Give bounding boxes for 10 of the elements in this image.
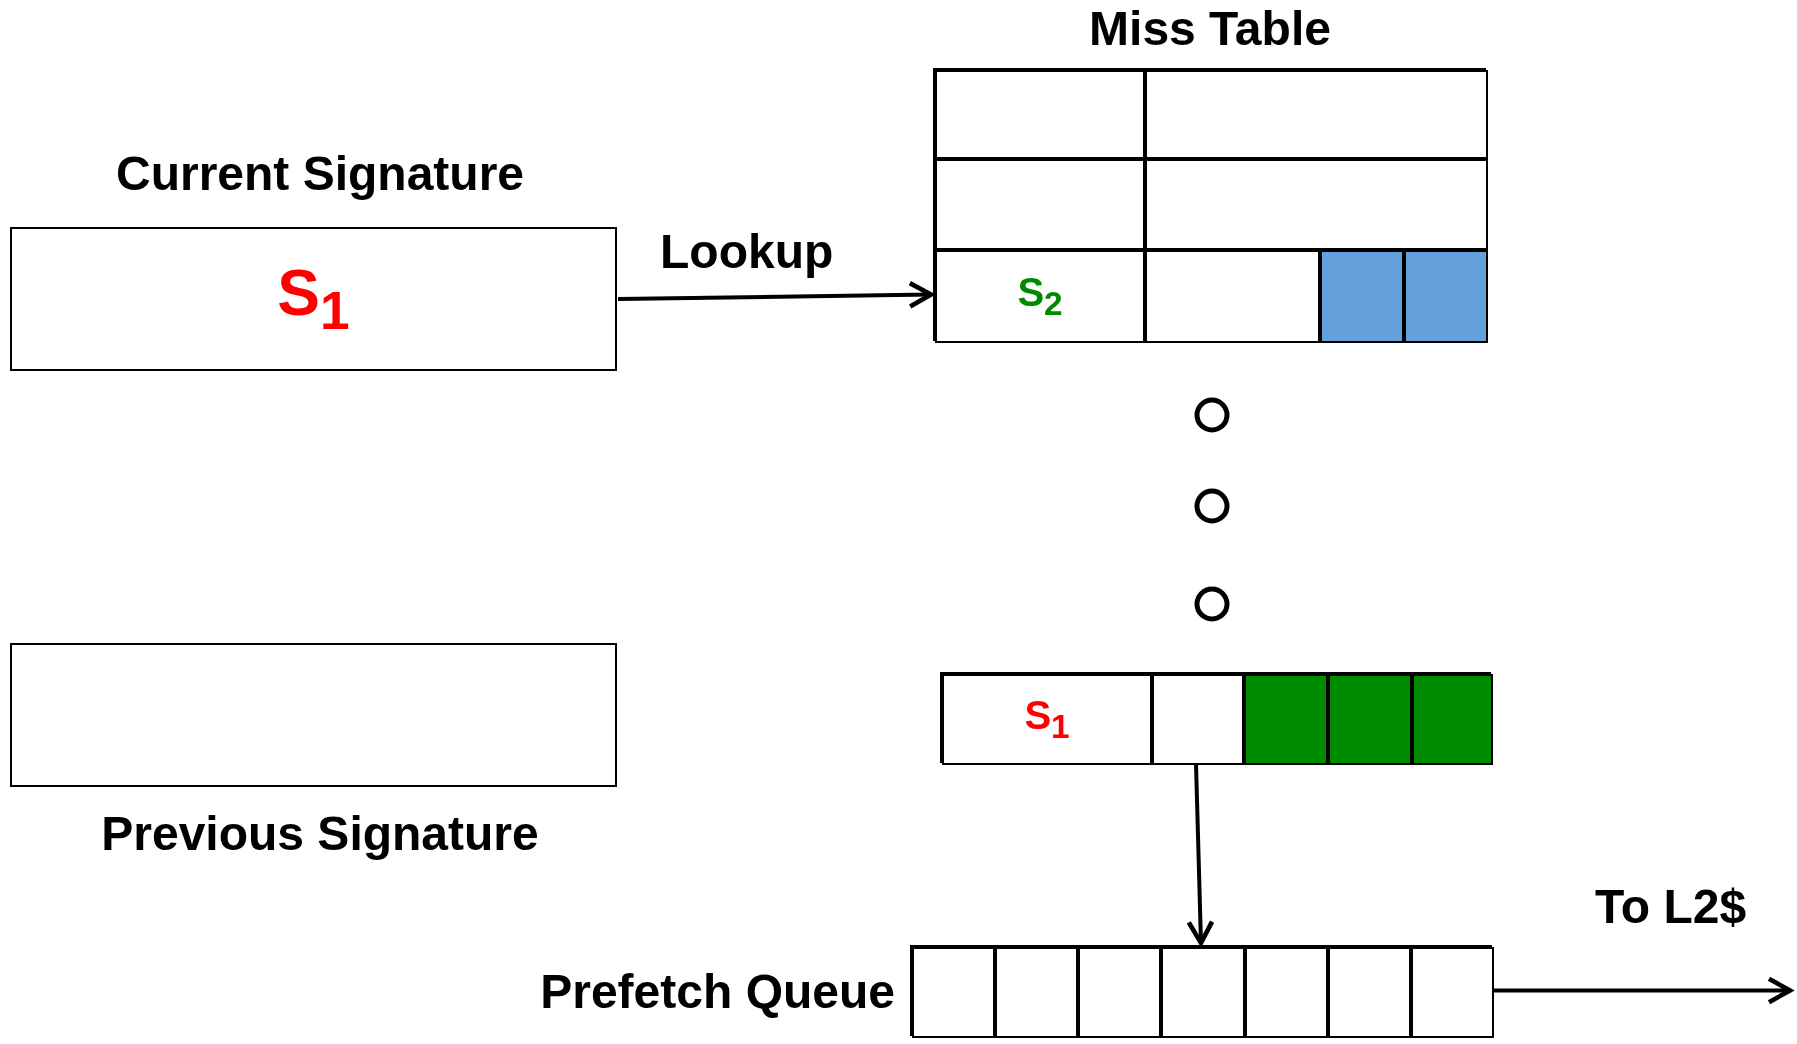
- arrow: [1493, 976, 1793, 1005]
- heading: Current Signature: [114, 150, 525, 198]
- signature-label: S$_{1}$: [1024, 695, 1070, 744]
- signature-label: S$_{1}$: [277, 260, 350, 338]
- heading: Miss Table: [1088, 5, 1332, 53]
- heading: Prefetch Queue: [539, 968, 895, 1016]
- signature-label: S$_{2}$: [1017, 272, 1063, 321]
- heading: Previous Signature: [100, 810, 540, 858]
- arrow: [617, 280, 934, 309]
- arrow: [1186, 763, 1215, 946]
